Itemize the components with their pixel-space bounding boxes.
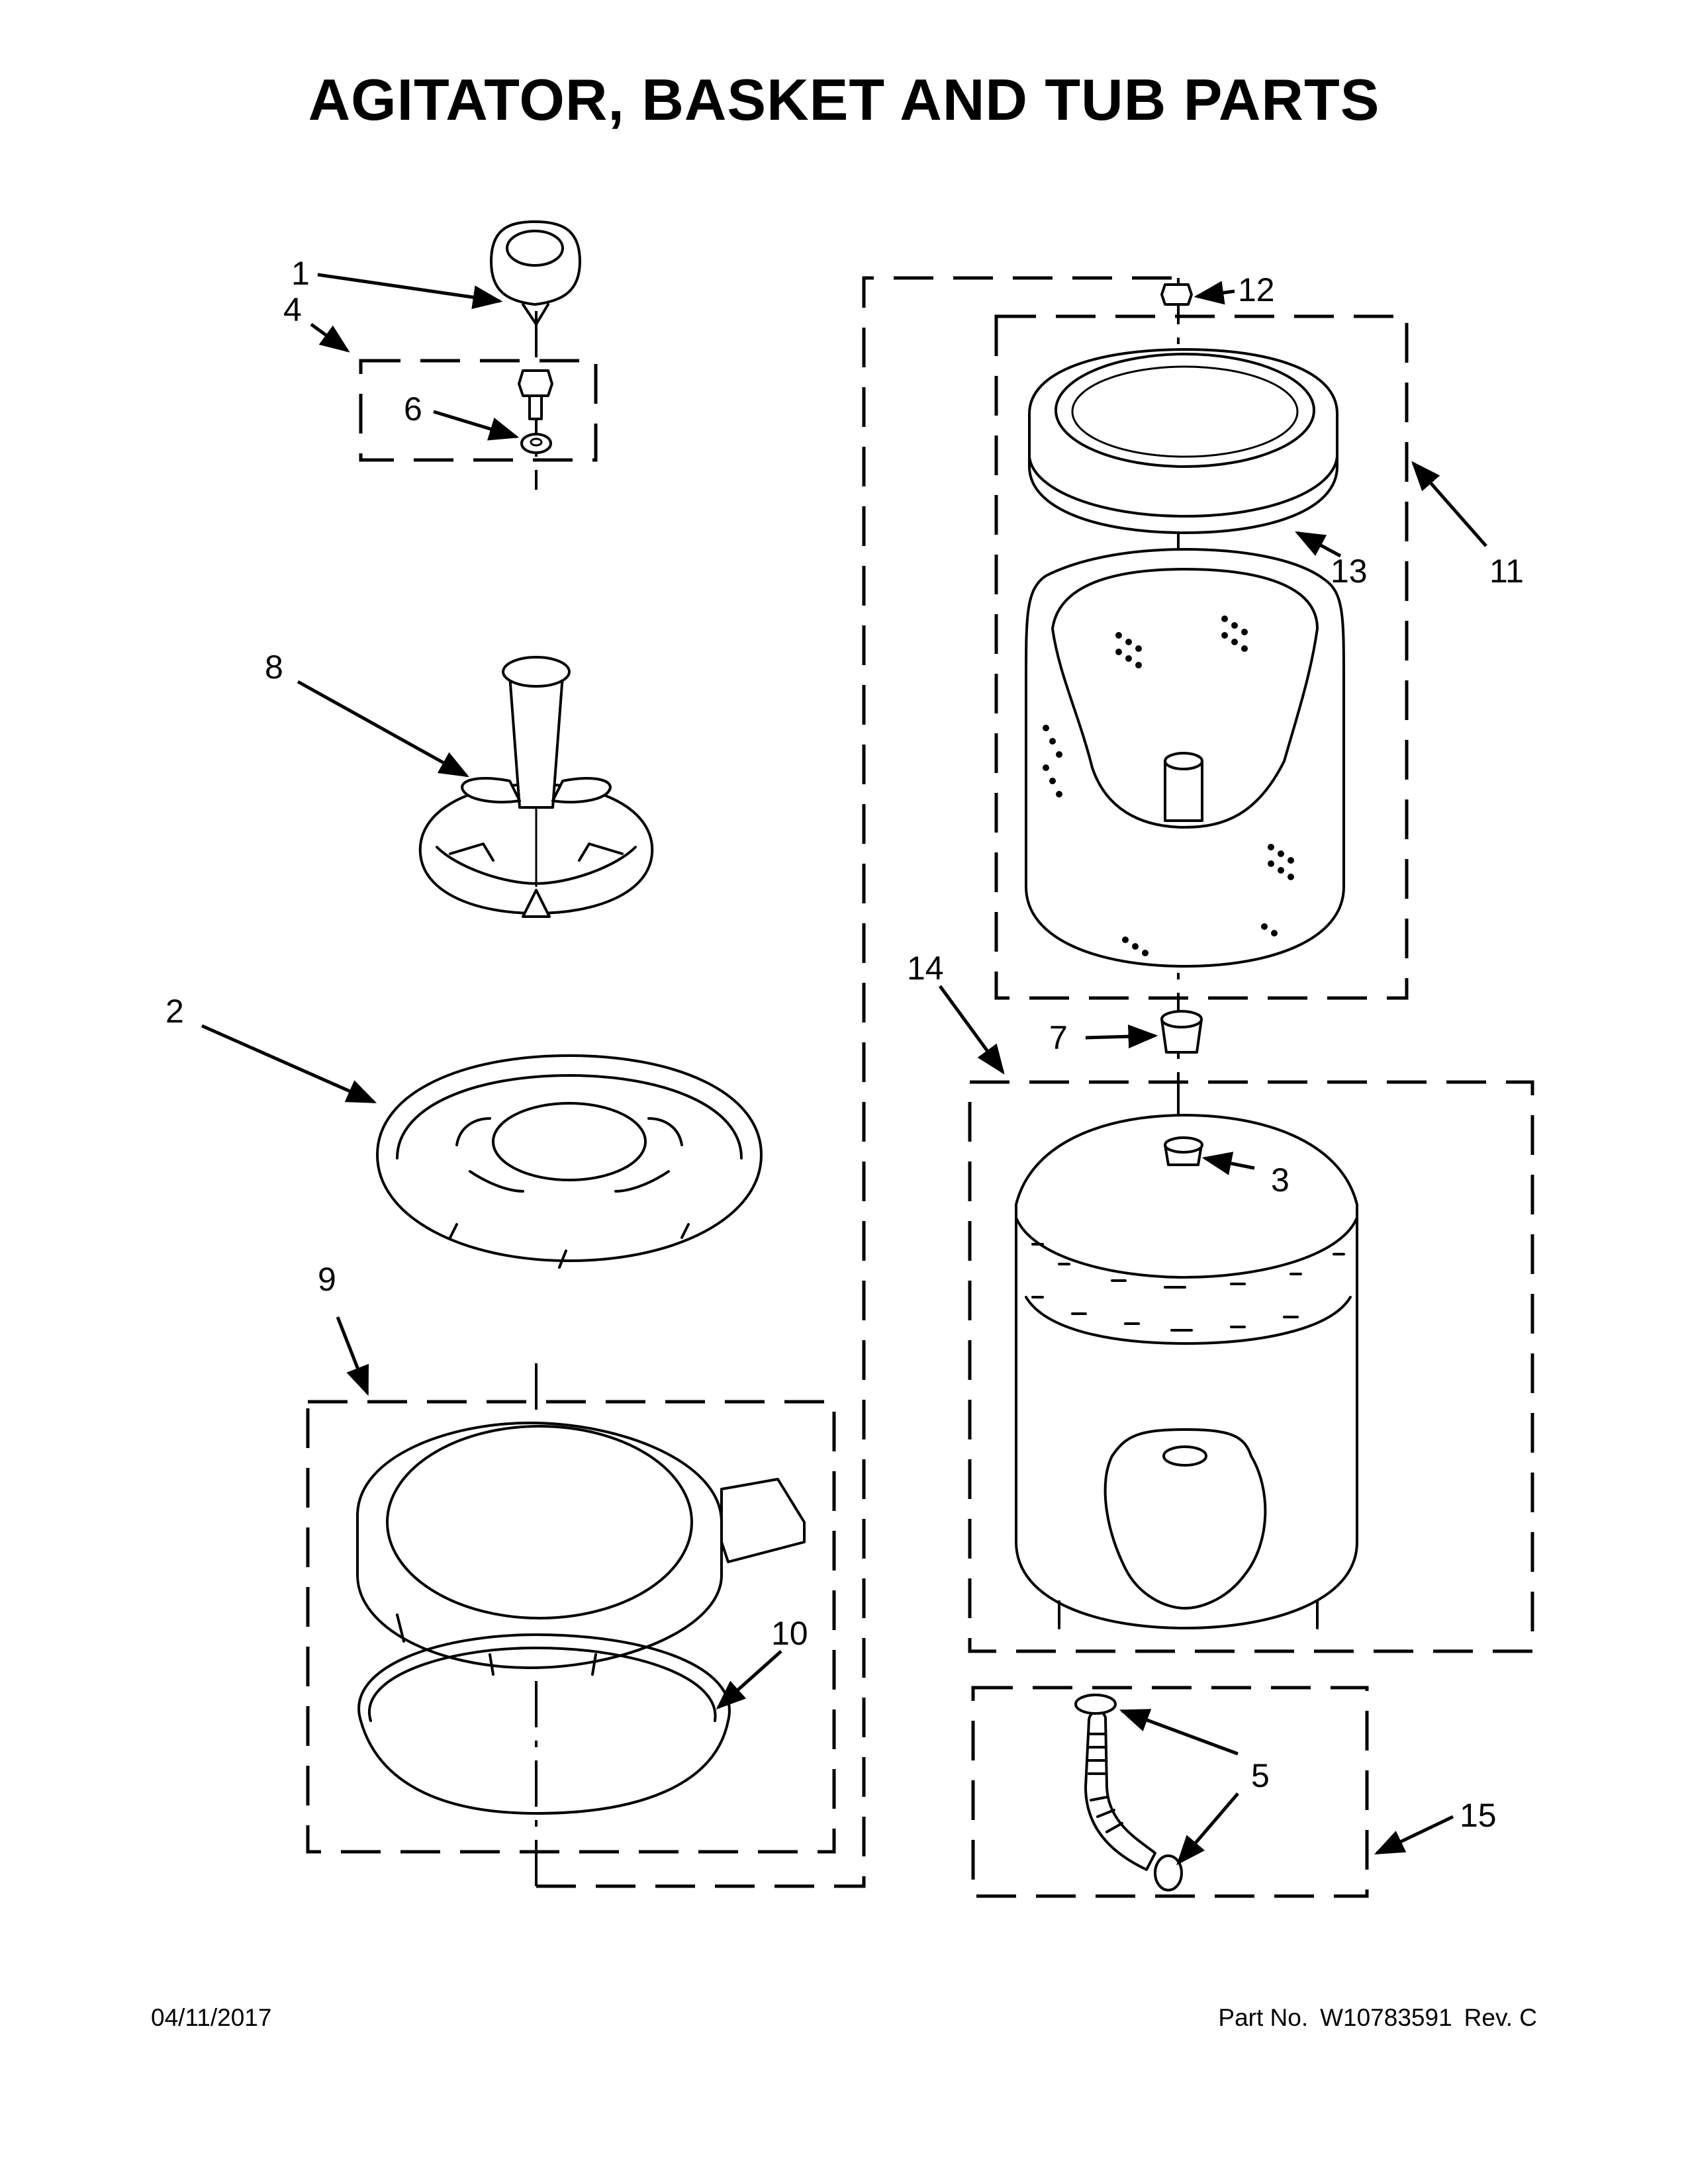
basket-ring-part: [376, 1054, 763, 1269]
part-number: W10783591: [1320, 2004, 1452, 2031]
wash-basket-part: [1025, 548, 1345, 968]
drain-hose-part: [1084, 1710, 1156, 1871]
page-title: AGITATOR, BASKET AND TUB PARTS: [308, 67, 1380, 132]
callout-4: 4: [283, 291, 302, 328]
tub-hub-part-3: [1164, 1136, 1203, 1166]
basket-perforations: [1043, 615, 1294, 956]
bolt-part: [518, 369, 553, 420]
part-number-line: Part No. W10783591 Rev. C: [1218, 2004, 1537, 2032]
kit-4-box: [359, 359, 598, 462]
callout-5: 5: [1251, 1757, 1270, 1794]
callout-7: 7: [1049, 1019, 1068, 1056]
kit-11-box: [994, 314, 1409, 1000]
hose-clamp-parts-5: [1074, 1694, 1183, 1891]
callout-6: 6: [404, 390, 422, 428]
callout-15: 15: [1460, 1797, 1497, 1834]
callout-8: 8: [265, 649, 283, 686]
balance-ring-part-13: [1028, 348, 1338, 534]
part-number-prefix: Part No.: [1218, 2004, 1309, 2031]
washer-part-6: [520, 433, 552, 454]
kit-9-box: [306, 1400, 836, 1854]
revision-label: Rev. C: [1464, 2004, 1537, 2031]
callout-10: 10: [771, 1615, 808, 1652]
tub-slots: [1031, 1243, 1345, 1332]
agitator-cap-part: [490, 220, 581, 326]
callout-12: 12: [1238, 271, 1275, 308]
seal-ring-part-10: [357, 1633, 731, 1815]
callout-14: 14: [907, 950, 944, 987]
callout-13: 13: [1331, 553, 1368, 590]
balance-ring-part: [356, 1422, 806, 1676]
agitator-part: [418, 656, 654, 918]
kit-15-box: [971, 1686, 1369, 1898]
kit-14-box: [968, 1080, 1534, 1653]
callout-1: 1: [291, 255, 310, 292]
nut-part-12: [1160, 283, 1193, 306]
outer-tub-part: [1015, 1114, 1358, 1629]
callout-9: 9: [318, 1261, 336, 1298]
callout-11: 11: [1489, 553, 1524, 590]
revision-date: 04/11/2017: [151, 2004, 272, 2031]
callout-2: 2: [165, 993, 184, 1030]
callout-3: 3: [1271, 1161, 1289, 1199]
hub-part-7: [1160, 1010, 1203, 1054]
